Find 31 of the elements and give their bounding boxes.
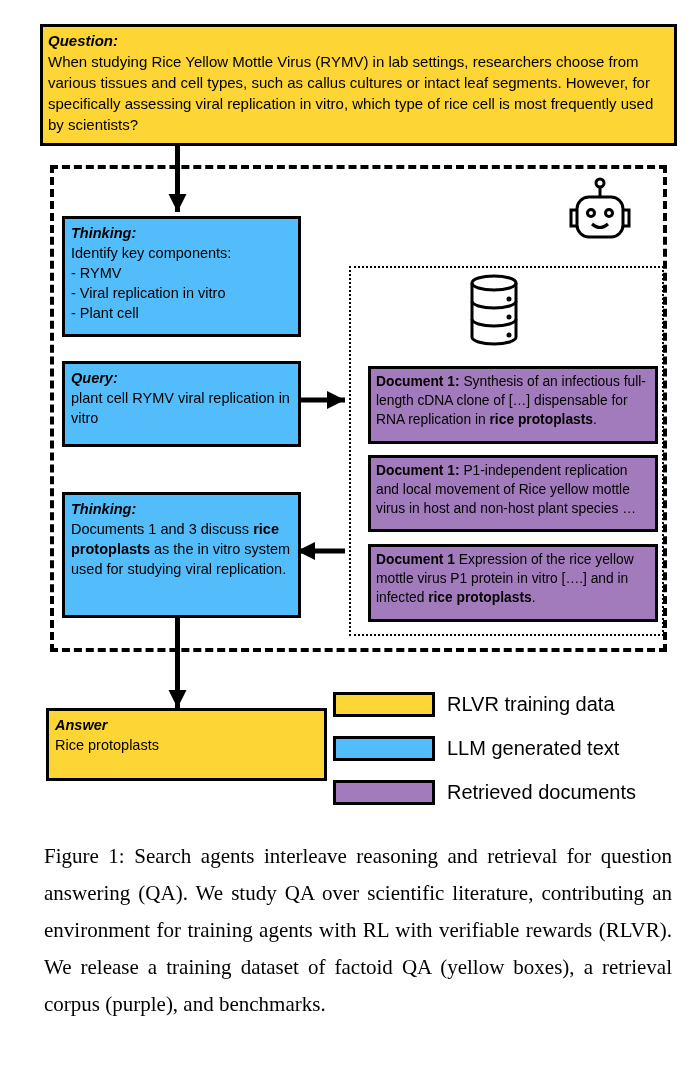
box-text: - Plant cell: [71, 304, 140, 323]
document-box: [368, 366, 658, 444]
answer-box: [46, 708, 327, 781]
box-heading: Question:: [48, 31, 119, 51]
box-text: Documents 1 and 3 discuss rice protoplasts as the in vitro system used for studying viral replication.: [71, 520, 292, 579]
box-text: Document 1: Synthesis of an infectious full-length cDNA clone of […] dispensable for RNA replication in rice protoplasts.: [376, 373, 647, 429]
box-heading: Answer: [55, 716, 109, 735]
box-text: When studying Rice Yellow Mottle Virus (RYMV) in lab settings, researchers choose from various tissues and cell types, such as callus cultures or intact leaf segments. However, for specifically assessing viral replication in vitro, which type of rice cell is most frequently used by scientists?: [48, 52, 655, 135]
retrieval-frame: [349, 266, 664, 636]
legend-text: LLM generated text: [447, 736, 620, 760]
legend-text: RLVR training data: [447, 692, 615, 716]
legend-text: Retrieved documents: [447, 780, 636, 804]
query-box: [62, 361, 301, 447]
box-text: - Viral replication in vitro: [71, 284, 227, 303]
box-text: plant cell RYMV viral replication in vitro: [71, 389, 291, 428]
box-text: Identify key components:: [71, 244, 233, 263]
box-text: Document 1: P1-independent replication and local movement of Rice yellow mottle virus in host and non-host plant species …: [376, 462, 637, 518]
document-box: [368, 455, 658, 532]
box-heading: Query:: [71, 369, 119, 388]
thinking-box: [62, 216, 301, 337]
box-text: Rice protoplasts: [55, 736, 160, 755]
document-box: [368, 544, 658, 622]
question-box: [40, 24, 677, 146]
arrow: [168, 146, 187, 212]
agent-frame: [50, 165, 667, 652]
box-text: Document 1 Expression of the rice yellow mottle virus P1 protein in vitro [….] and in infected rice protoplasts.: [376, 551, 635, 607]
box-text: - RYMV: [71, 264, 123, 283]
figure-caption: Figure 1: Search agents interleave reasoning and retrieval for question answering (QA). We study QA over scientific literature, contributing an environment for training agents with RL with verifiable rewards (RLVR). We release a training dataset of factoid QA (yellow boxes), a retrieval corpus (purple), and benchmarks.: [44, 843, 672, 1018]
box-heading: Thinking:: [71, 224, 138, 243]
thinking-box: [62, 492, 301, 618]
box-heading: Thinking:: [71, 500, 138, 519]
